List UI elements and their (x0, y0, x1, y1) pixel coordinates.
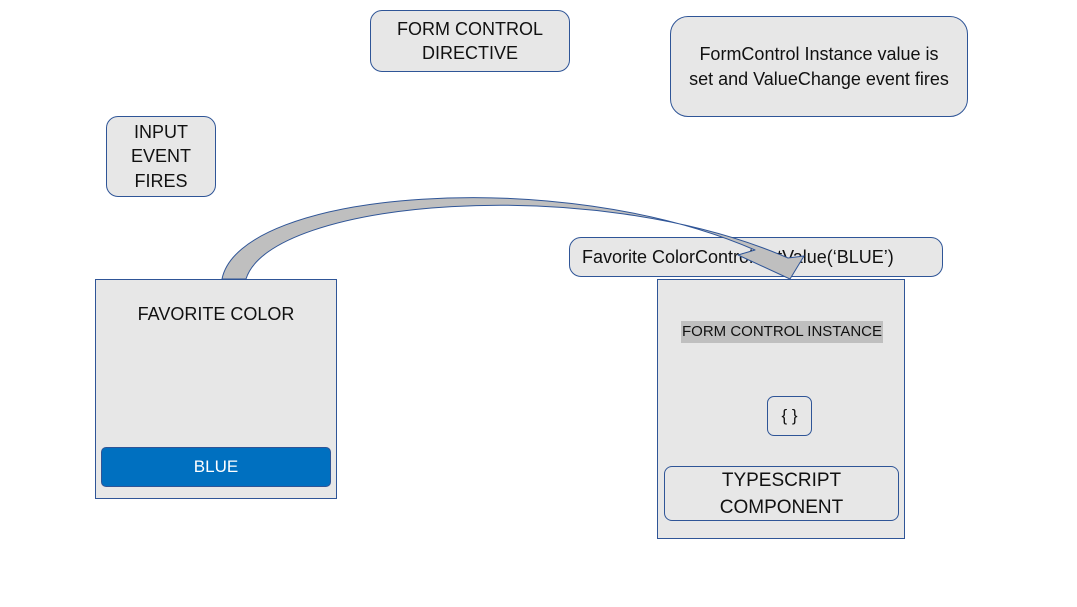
ts-component-line-2: COMPONENT (719, 496, 844, 518)
input-event-label: INPUT EVENT FIRES (106, 116, 216, 197)
value-note-line-2: set and ValueChange event fires (689, 68, 949, 89)
form-control-directive-label: FORM CONTROL DIRECTIVE (370, 10, 570, 72)
blue-option-button[interactable]: BLUE (101, 447, 331, 487)
typescript-component: TYPESCRIPT COMPONENT (664, 466, 899, 521)
directive-line-1: FORM CONTROL (397, 19, 543, 39)
curved-arrow-body (221, 197, 805, 280)
directive-line-2: DIRECTIVE (421, 43, 518, 63)
input-event-line-3: FIRES (134, 170, 188, 191)
form-control-instance-panel: FORM CONTROL INSTANCE { } TYPESCRIPT COM… (657, 279, 905, 539)
input-event-line-1: INPUT (133, 121, 188, 142)
value-change-note: FormControl Instance value is set and Va… (670, 16, 968, 117)
input-event-line-2: EVENT (130, 146, 191, 167)
value-note-line-1: FormControl Instance value is (699, 43, 939, 64)
braces-icon: { } (767, 396, 812, 436)
favorite-color-title: FAVORITE COLOR (137, 304, 295, 324)
favorite-color-form: FAVORITE COLOR BLUE (95, 279, 337, 499)
setvalue-call-text: Favorite ColorControl.setValue(‘BLUE’) (582, 247, 894, 267)
form-control-instance-title: FORM CONTROL INSTANCE (681, 321, 884, 343)
ts-component-line-1: TYPESCRIPT (721, 469, 842, 491)
